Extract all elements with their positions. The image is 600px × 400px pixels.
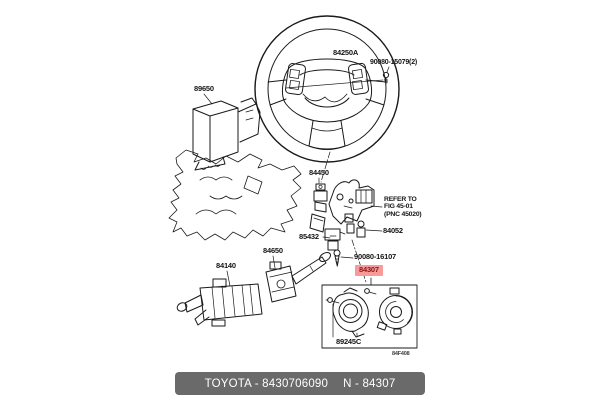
solenoid-drawing (322, 228, 346, 251)
part-label-84307-selected[interactable]: 84307 (355, 265, 383, 276)
refer-note-line1: REFER TO (384, 196, 417, 203)
figure-code: 84F408 (392, 351, 410, 357)
light-switch-drawing (176, 270, 263, 327)
refer-note-line3: (PNC 45020) (384, 210, 422, 218)
part-label-90080-15079[interactable]: 90080-15079(2) (370, 59, 418, 66)
part-label-84052[interactable]: 84052 (383, 226, 403, 235)
steering-wheel-drawing (254, 15, 400, 163)
ecu-drawing (192, 93, 261, 171)
part-84052-drawing (356, 220, 383, 238)
part-label-84140[interactable]: 84140 (216, 261, 236, 270)
screw-top-drawing (285, 66, 390, 89)
wiper-switch-drawing (265, 251, 331, 303)
refer-note: REFER TO FIG 45-01 (PNC 45020) (384, 196, 422, 218)
footer-part-ref: N - 84307 (343, 377, 396, 390)
spiral-cable-box-drawing (321, 284, 418, 349)
footer-caption-bar: TOYOTA - 8430706090 N - 84307 (175, 372, 425, 395)
screw-mid-drawing (333, 249, 354, 267)
part-label-84650[interactable]: 84650 (263, 246, 283, 255)
footer-catalog-number: TOYOTA - 8430706090 (204, 377, 329, 390)
refer-note-line2: FIG 45-01 (384, 203, 413, 211)
ignition-lock-drawing (309, 177, 328, 233)
part-label-85432[interactable]: 85432 (299, 232, 319, 241)
part-label-84250a[interactable]: 84250A (333, 48, 359, 57)
part-label-89245c[interactable]: 89245C (336, 337, 362, 346)
part-label-89650[interactable]: 89650 (194, 84, 214, 93)
instrument-panel-drawing (168, 149, 302, 241)
part-label-90080-16107[interactable]: 90080-16107 (354, 252, 397, 261)
part-label-84450[interactable]: 84450 (309, 168, 329, 177)
ignition-bracket-drawing (328, 179, 383, 234)
